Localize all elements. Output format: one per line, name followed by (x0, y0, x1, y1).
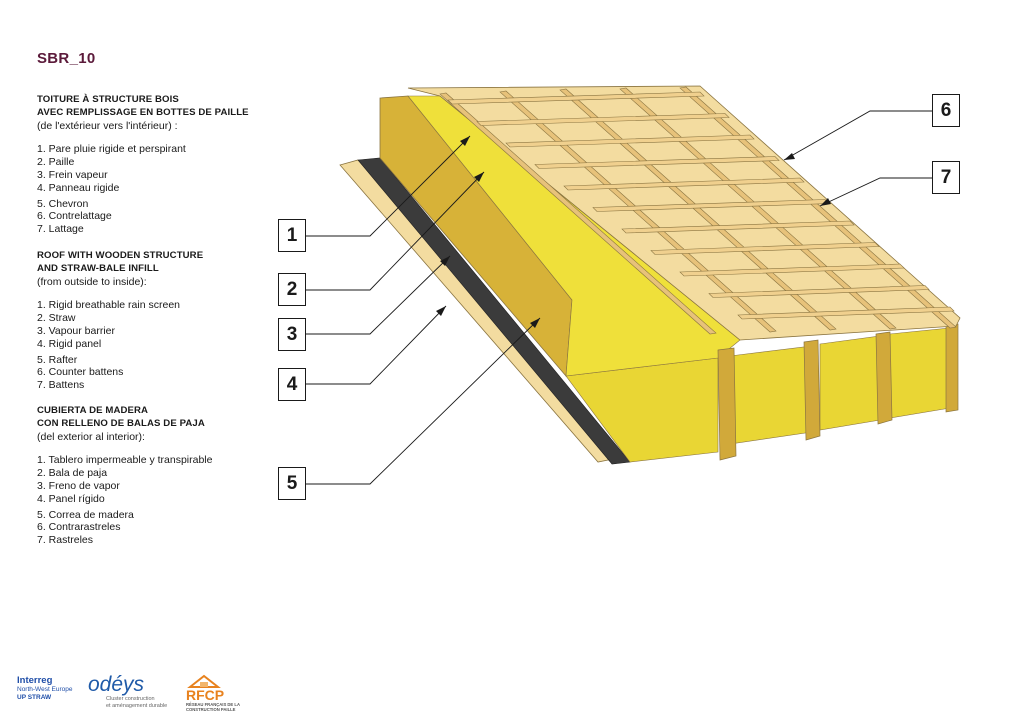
batten (476, 113, 730, 126)
rfcp-logo: RFCP RÉSEAU FRANÇAIS DE LA CONSTRUCTION … (186, 674, 242, 712)
batten (737, 306, 955, 320)
callout-7: 7 (932, 161, 960, 194)
legend-subtitle: (de l'extérieur vers l'intérieur) : (37, 119, 178, 132)
leader-line-5 (306, 317, 541, 485)
arrowhead-2 (474, 172, 484, 182)
rfcp-logo-tagline: CONSTRUCTION PAILLE (186, 707, 236, 712)
callout-3: 3 (278, 318, 306, 351)
legend-item: 3. Freno de vapor (37, 479, 120, 492)
straw-front-face (889, 327, 951, 419)
legend-title-line1: ROOF WITH WOODEN STRUCTURE (37, 250, 204, 261)
legend-item: 1. Pare pluie rigide et perspirant (37, 143, 186, 156)
legend-item: 2. Paille (37, 156, 75, 169)
arrowhead-7 (820, 198, 831, 206)
legend-item: 2. Straw (37, 312, 76, 325)
legend-title-line1: CUBIERTA DE MADERA (37, 405, 149, 416)
legend-french: TOITURE À STRUCTURE BOIS AVEC REMPLISSAG… (37, 94, 267, 236)
leader-line-3 (306, 255, 451, 335)
batten (563, 177, 805, 191)
arrowhead-5 (530, 318, 540, 328)
rfcp-logo-word: RFCP (186, 687, 225, 703)
interreg-logo-name: Interreg (17, 675, 53, 686)
odeys-logo: odéys Cluster construction et aménagemen… (88, 674, 196, 709)
battens (447, 91, 955, 320)
legend-item: 3. Frein vapeur (37, 168, 108, 181)
odeys-logo-word: odéys (88, 673, 145, 696)
rafter (945, 323, 959, 413)
legend-english: ROOF WITH WOODEN STRUCTURE AND STRAW-BAL… (37, 250, 267, 392)
rfcp-logo-tagline: RÉSEAU FRANÇAIS DE LA (186, 702, 240, 707)
arrowhead-4 (436, 306, 446, 316)
odeys-logo-tagline: Cluster construction (106, 696, 155, 702)
batten (534, 156, 780, 169)
batten (621, 220, 855, 234)
odeys-logo-tagline: et aménagement durable (106, 702, 168, 709)
legend-item: 6. Counter battens (37, 366, 124, 379)
legend-item: 3. Vapour barrier (37, 324, 116, 337)
rafter (875, 331, 893, 425)
batten (708, 285, 930, 298)
straw-front-face (729, 345, 813, 445)
legend-item: 5. Chevron (37, 197, 89, 210)
legend-title-line2: AND STRAW-BALE INFILL (37, 262, 159, 274)
rain-screen-board (407, 85, 961, 341)
interreg-logo-project: UP STRAW (17, 694, 52, 701)
rfcp-house-icon (186, 674, 222, 688)
legend-subtitle: (from outside to inside): (37, 275, 147, 288)
arrowhead-3 (440, 256, 450, 266)
legend-item: 1. Rigid breathable rain screen (37, 299, 181, 312)
rafter (717, 347, 737, 461)
leader-line-6 (783, 110, 936, 161)
straw-front-face (819, 335, 881, 431)
legend-item: 1. Tablero impermeable y transpirable (37, 454, 213, 467)
legend-item: 7. Battens (37, 379, 85, 392)
legend-item: 4. Panel rígido (37, 492, 105, 505)
legend-item: 5. Correa de madera (37, 508, 134, 521)
batten (679, 263, 905, 277)
legend-subtitle: (del exterior al interior): (37, 430, 145, 443)
batten (505, 134, 755, 148)
arrowhead-1 (460, 136, 470, 146)
leader-line-4 (306, 305, 447, 385)
counter-batten (439, 92, 717, 335)
rafter (803, 339, 821, 441)
callout-5: 5 (278, 467, 306, 500)
leader-line-2 (306, 171, 485, 291)
document-code: SBR_10 (37, 50, 96, 67)
legend-item: 4. Rigid panel (37, 337, 102, 350)
legend-item: 6. Contrelattage (37, 210, 112, 223)
legend-item: 5. Rafter (37, 353, 78, 366)
legend-title-line2: AVEC REMPLISSAGE EN BOTTES DE PAILLE (37, 106, 249, 118)
callout-6: 6 (932, 94, 960, 127)
batten (447, 91, 705, 105)
legend-item: 2. Bala de paja (37, 467, 108, 480)
interreg-logo-region: North-West Europe (17, 686, 73, 693)
leader-line-7 (819, 177, 936, 207)
arrowhead-6 (784, 153, 795, 160)
batten (650, 242, 880, 255)
legend-title-line1: TOITURE À STRUCTURE BOIS (37, 94, 179, 105)
interreg-logo: Interreg North-West Europe UP STRAW (17, 676, 79, 702)
callout-2: 2 (278, 273, 306, 306)
legend-item: 7. Lattage (37, 223, 84, 236)
legend-item: 7. Rastreles (37, 534, 94, 547)
legend-item: 6. Contrarastreles (37, 521, 121, 534)
legend-item: 4. Panneau rigide (37, 181, 120, 194)
callout-1: 1 (278, 219, 306, 252)
callout-4: 4 (278, 368, 306, 401)
legend-spanish: CUBIERTA DE MADERA CON RELLENO DE BALAS … (37, 405, 267, 547)
leader-line-1 (306, 135, 471, 237)
legend-title-line2: CON RELLENO DE BALAS DE PAJA (37, 417, 205, 429)
